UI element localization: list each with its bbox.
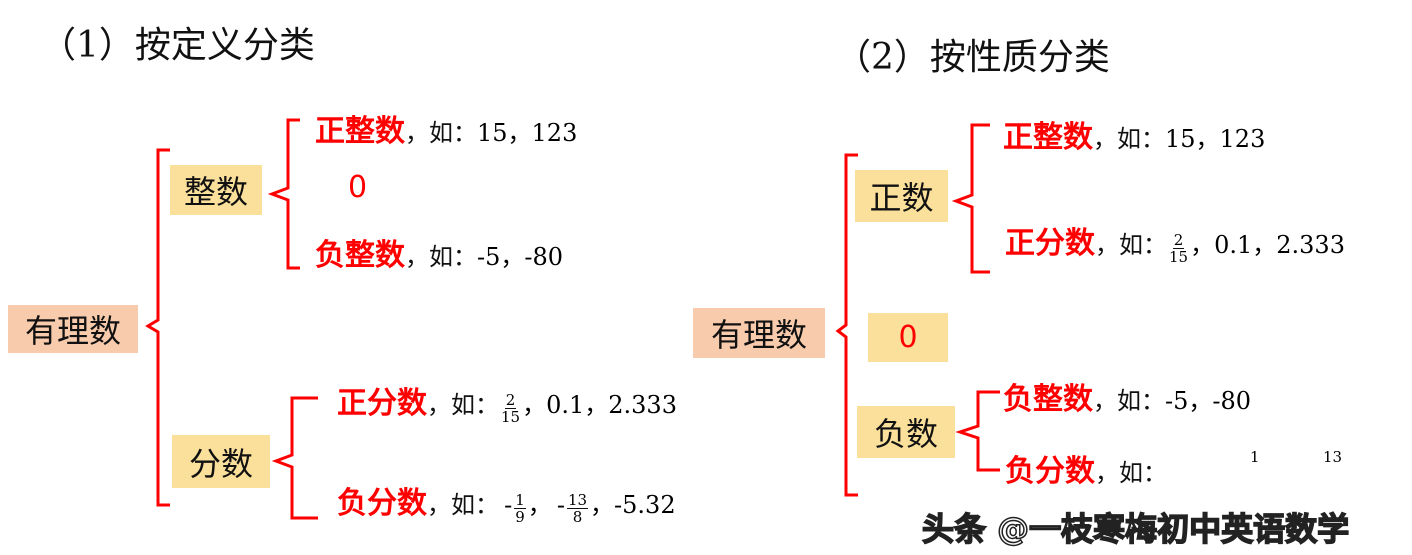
numerator: 2 xyxy=(504,391,517,409)
prefix: ，如： xyxy=(1095,231,1167,259)
bracket-left-integer xyxy=(267,118,300,270)
bracket-left-fraction xyxy=(271,396,318,520)
term: 正分数 xyxy=(1005,226,1095,261)
positive-box: 正数 xyxy=(855,170,948,222)
numerator: 2 xyxy=(1172,231,1185,249)
prefix: ，如： xyxy=(427,391,499,419)
bracket-right-root xyxy=(835,153,858,497)
left-root-box: 有理数 xyxy=(8,305,138,353)
term: 正分数 xyxy=(337,386,427,421)
term: 正整数 xyxy=(315,114,405,149)
bracket-right-positive xyxy=(951,123,990,274)
bracket-left-root xyxy=(145,148,170,507)
watermark: 头条 @一枝寒梅初中英语数学 xyxy=(921,509,1350,549)
numerator: 1 xyxy=(514,491,526,509)
examples: ，-5.32 xyxy=(590,491,676,519)
prefix: ，如： xyxy=(405,243,477,271)
term: 负分数 xyxy=(337,486,427,521)
sign: - xyxy=(556,491,565,519)
left-positive-integer: 正整数，如：15，123 xyxy=(315,106,577,150)
numerator: 13 xyxy=(566,491,589,509)
right-negative-integer: 负整数，如：-5，-80 xyxy=(1003,374,1251,418)
prefix: ，如： xyxy=(1093,125,1165,153)
right-positive-integer: 正整数，如：15，123 xyxy=(1003,112,1265,156)
left-negative-integer: 负整数，如：-5，-80 xyxy=(315,230,563,274)
examples: -5，-80 xyxy=(1165,387,1252,415)
examples: -5，-80 xyxy=(477,243,564,271)
right-neg-frac-num1: 1 xyxy=(1250,448,1260,466)
denominator: 15 xyxy=(1169,248,1189,266)
right-root-box: 有理数 xyxy=(693,308,825,358)
examples: 15，123 xyxy=(1165,125,1266,153)
denominator: 8 xyxy=(572,508,583,526)
negative-box: 负数 xyxy=(857,406,955,458)
prefix: ，如： xyxy=(427,491,499,519)
denominator: 9 xyxy=(515,508,525,526)
denominator: 15 xyxy=(501,408,521,426)
left-zero: 0 xyxy=(348,170,368,205)
sign: - xyxy=(504,491,513,519)
integer-box: 整数 xyxy=(170,165,262,215)
prefix: ，如： xyxy=(1095,459,1167,487)
left-title: （1）按定义分类 xyxy=(40,25,315,66)
fraction-box: 分数 xyxy=(172,435,270,488)
prefix: ，如： xyxy=(405,119,477,147)
term: 负整数 xyxy=(315,238,405,273)
bracket-right-negative xyxy=(955,390,1000,472)
examples: 15，123 xyxy=(477,119,578,147)
right-negative-fraction: 负分数，如： xyxy=(1005,446,1167,490)
examples: ，0.1，2.333 xyxy=(1190,231,1345,259)
prefix: ，如： xyxy=(1093,387,1165,415)
sep: ， xyxy=(527,491,552,519)
right-neg-frac-num2: 13 xyxy=(1323,448,1343,466)
term: 负分数 xyxy=(1005,454,1095,489)
zero-box: 0 xyxy=(868,313,948,362)
examples: ，0.1，2.333 xyxy=(522,391,677,419)
right-title: （2）按性质分类 xyxy=(835,37,1110,78)
term: 负整数 xyxy=(1003,382,1093,417)
term: 正整数 xyxy=(1003,120,1093,155)
